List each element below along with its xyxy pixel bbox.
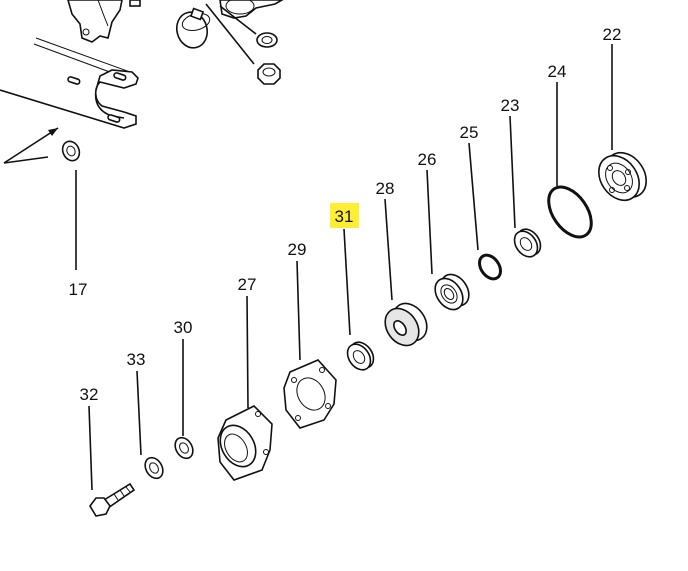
- part-30-washer: [174, 339, 194, 460]
- label-22[interactable]: 22: [603, 25, 622, 44]
- label-27[interactable]: 27: [238, 275, 257, 294]
- part-24-o-ring: [547, 82, 593, 239]
- label-30[interactable]: 30: [174, 318, 193, 337]
- part-23-seal-ring: [509, 115, 542, 258]
- label-25[interactable]: 25: [460, 123, 479, 142]
- label-23[interactable]: 23: [501, 96, 520, 115]
- label-31[interactable]: 31: [335, 207, 354, 226]
- part-31-washer: [343, 228, 375, 371]
- part-22-ball-bearing: [598, 44, 647, 202]
- part-33-washer: [136, 370, 164, 480]
- label-26[interactable]: 26: [418, 150, 437, 169]
- part-25-o-ring: [468, 142, 502, 281]
- part-28-bushing: [384, 198, 428, 347]
- part-17-washer: [61, 140, 81, 270]
- nut-top: [257, 63, 281, 85]
- part-29-gasket: [283, 260, 337, 429]
- label-29[interactable]: 29: [288, 240, 307, 259]
- reference-arrows: [3, 127, 59, 164]
- mounting-strap: [0, 37, 139, 129]
- bracket-assembly-top: [67, 0, 141, 43]
- label-28[interactable]: 28: [376, 179, 395, 198]
- label-17[interactable]: 17: [69, 280, 88, 299]
- label-32[interactable]: 32: [80, 385, 99, 404]
- part-26-bearing: [426, 169, 470, 311]
- label-24[interactable]: 24: [548, 62, 567, 81]
- hose-clamp: [175, 7, 211, 49]
- washer-top: [256, 32, 278, 48]
- part-32-bolt: [88, 405, 136, 517]
- pump-housing-top: [205, 0, 284, 65]
- label-33[interactable]: 33: [127, 350, 146, 369]
- part-31-highlight: [330, 203, 359, 228]
- part-27-bearing-housing: [217, 295, 273, 481]
